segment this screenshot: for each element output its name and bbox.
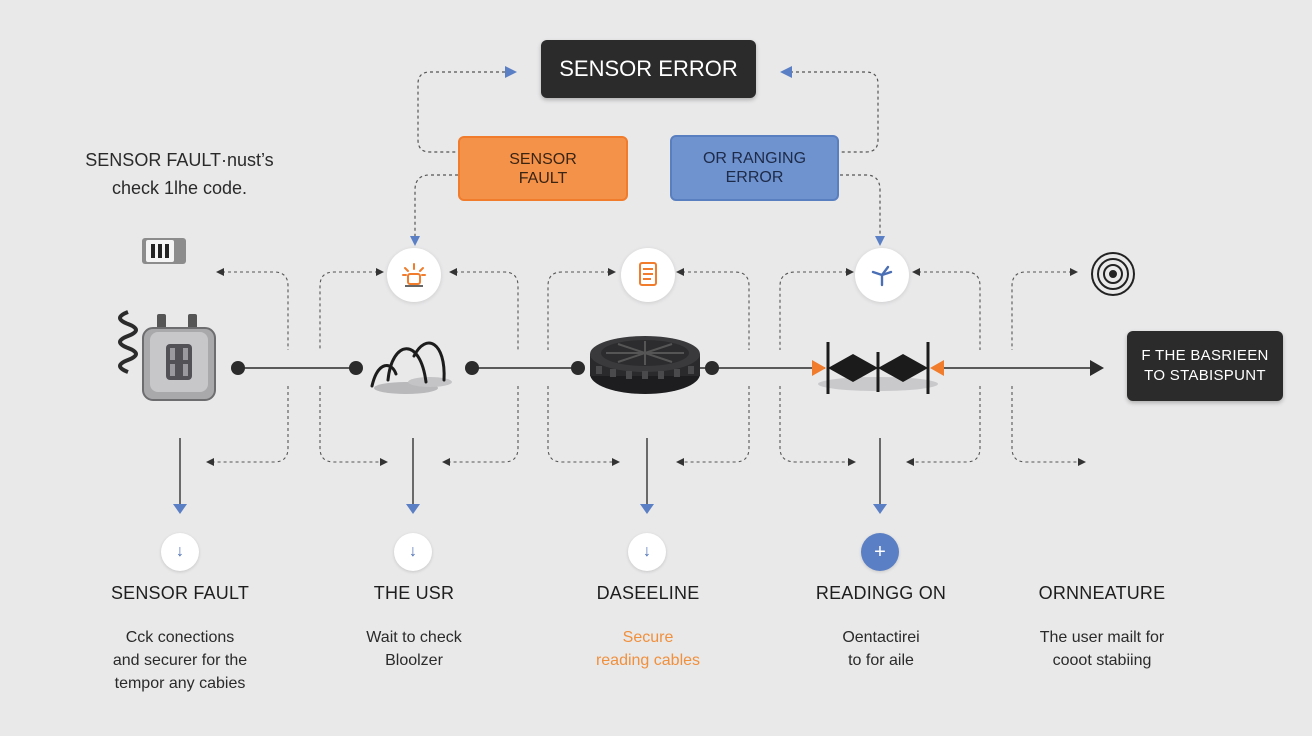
step-title: SENSOR FAULT — [110, 583, 250, 603]
arrow-into-title-left — [505, 66, 517, 78]
arrow-down-glyph: ↓ — [409, 543, 417, 560]
arrow-into-result — [1090, 360, 1104, 376]
arch-cable-icon — [370, 341, 452, 394]
step-title: THE USR — [373, 583, 455, 603]
arrow-down-icon: ↓ — [628, 533, 666, 571]
step-title: ORNNEATURE — [1038, 583, 1166, 603]
flow-node-3 — [465, 361, 479, 375]
arrow-down-glyph: ↓ — [643, 543, 651, 560]
arrow-down-icon: ↓ — [161, 533, 199, 571]
step-description: The user mailt for cooot stabiing — [982, 626, 1222, 672]
flow-node-4 — [571, 361, 585, 375]
ranging-error-line2: ERROR — [725, 169, 784, 186]
step-sensor-fault: SENSOR FAULT Cck conections and securer … — [60, 583, 300, 695]
flow-node-1 — [231, 361, 245, 375]
step-description: Cck conections and securer for the tempo… — [60, 626, 300, 695]
step-description: Wait to check Bloolzer — [294, 626, 534, 672]
step-ornneature: ORNNEATURE The user mailt for cooot stab… — [982, 583, 1222, 672]
down-arrowheads — [173, 504, 887, 514]
flow-node-5 — [705, 361, 719, 375]
sensor-puck-icon — [590, 336, 700, 394]
title-text: SENSOR ERROR — [559, 56, 738, 81]
connector-plug-icon — [142, 238, 186, 264]
sensor-module-icon — [118, 310, 216, 401]
title-loop-right — [790, 71, 881, 240]
sensor-fault-line1: SENSOR — [509, 150, 577, 168]
arrow-down-icon: ↓ — [394, 533, 432, 571]
step-description: Oentactirei to for aile — [761, 626, 1001, 672]
arrow-into-icon-2 — [410, 236, 420, 246]
plus-icon: + — [861, 533, 899, 571]
step-readingg-on: READINGG ON Oentactirei to for aile — [761, 583, 1001, 672]
step-desc-line: Oentactirei — [842, 629, 920, 646]
arrow-down-glyph: ↓ — [176, 543, 184, 560]
plus-glyph: + — [874, 540, 886, 563]
step-desc-line: Wait to check — [366, 629, 462, 646]
step-title: DASEELINE — [596, 583, 700, 603]
step-daseeline: DASEELINE Secure reading cables — [528, 583, 768, 672]
step-desc-line: reading cables — [595, 652, 701, 669]
step-the-usr: THE USR Wait to check Bloolzer — [294, 583, 534, 672]
down-connectors — [179, 438, 881, 504]
ranging-error-box: OR RANGING ERROR — [670, 135, 839, 201]
ranging-error-line1: OR RANGING — [702, 150, 807, 167]
flow-node-2 — [349, 361, 363, 375]
arrow-into-title-right — [780, 66, 792, 78]
note-line1: SENSOR FAULT·nust’s — [85, 150, 274, 170]
step-desc-line: and securer for the — [112, 652, 248, 669]
sensor-fault-line2: FAULT — [518, 169, 568, 187]
sensor-fault-note: SENSOR FAULT·nust’s check 1lhe code. — [72, 146, 287, 202]
step-desc-line: cooot stabiing — [1052, 652, 1152, 669]
step-desc-line: The user mailt for — [1039, 629, 1165, 646]
document-list-icon — [621, 248, 675, 302]
step-desc-line: to for aile — [848, 652, 914, 669]
sensor-error-title: SENSOR ERROR — [541, 40, 756, 98]
result-line1: F THE BASRIEEN — [1141, 347, 1269, 364]
title-loop-left — [414, 71, 505, 240]
target-icon — [1091, 252, 1135, 296]
sensor-fault-box: SENSOR FAULT — [458, 136, 628, 201]
arrow-into-icon-4 — [875, 236, 885, 246]
fan-arrows-icon — [855, 248, 909, 302]
step-desc-line: tempor any cabies — [114, 675, 246, 692]
step-title: READINGG ON — [815, 583, 947, 603]
step-description: Secure reading cables — [528, 626, 768, 672]
result-box: F THE BASRIEEN TO STABISPUNT — [1127, 331, 1283, 401]
stage-loops — [212, 271, 1080, 463]
stage-loop-arrowheads — [206, 268, 1086, 466]
signal-zigzag-icon — [812, 342, 944, 394]
step-desc-line: Bloolzer — [385, 652, 443, 669]
step-desc-line: Cck conections — [125, 629, 235, 646]
step-desc-line: Secure — [622, 629, 674, 646]
alert-lamp-icon — [387, 248, 441, 302]
note-line2: check 1lhe code. — [111, 178, 248, 198]
result-line2: TO STABISPUNT — [1144, 367, 1266, 384]
